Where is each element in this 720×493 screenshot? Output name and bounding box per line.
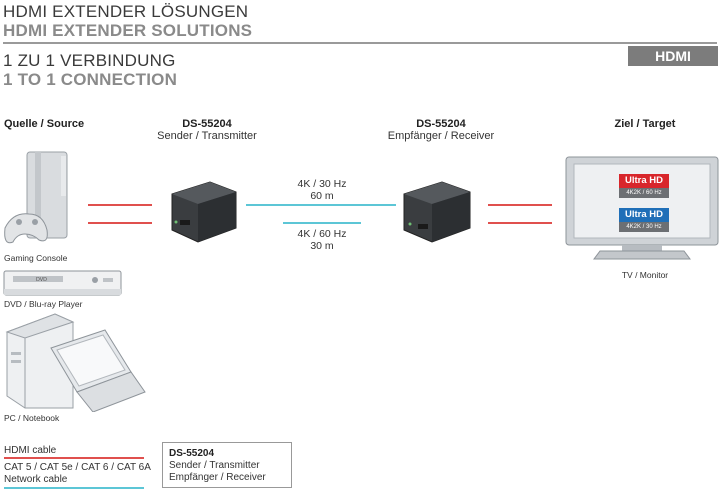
spec2-rate: 4K / 60 Hz <box>297 228 347 240</box>
subtitle-de: 1 ZU 1 VERBINDUNG <box>3 51 176 70</box>
sender-model: DS-55204 <box>182 118 232 130</box>
spec1-rate: 4K / 30 Hz <box>297 178 347 190</box>
target-heading: Ziel / Target <box>614 118 676 130</box>
legend-network-line <box>4 487 144 489</box>
legend-hdmi-cable: HDMI cable <box>4 445 57 456</box>
network-line-2 <box>283 222 361 224</box>
dvd-player-icon: DVD <box>3 270 122 296</box>
title-en: HDMI EXTENDER SOLUTIONS <box>3 21 253 40</box>
svg-text:DVD: DVD <box>36 277 47 283</box>
gaming-console-icon <box>4 151 68 244</box>
ultra-hd-badge-1: Ultra HD <box>619 174 669 188</box>
source-heading: Quelle / Source <box>4 118 85 130</box>
pc-label: PC / Notebook <box>4 413 60 423</box>
header-divider <box>3 42 717 44</box>
legend-network-cable-types: CAT 5 / CAT 5e / CAT 6 / CAT 6A <box>4 462 151 473</box>
hdmi-line-source-sender-1 <box>88 204 152 206</box>
sender-device-icon <box>171 181 237 243</box>
title-de: HDMI EXTENDER LÖSUNGEN <box>3 2 249 21</box>
subtitle-en: 1 TO 1 CONNECTION <box>3 70 178 89</box>
legend-box-receiver: Empfänger / Receiver <box>169 472 266 483</box>
legend-box-sender: Sender / Transmitter <box>169 460 260 471</box>
ultra-hd-badge-1-sub: 4K2K / 60 Hz <box>619 188 669 198</box>
sender-role: Sender / Transmitter <box>157 130 257 142</box>
hdmi-line-receiver-tv-2 <box>488 222 552 224</box>
receiver-role: Empfänger / Receiver <box>387 130 495 142</box>
pc-notebook-icon <box>5 313 146 412</box>
dvd-label: DVD / Blu-ray Player <box>4 299 83 309</box>
spec1-distance: 60 m <box>310 190 334 202</box>
hdmi-tab: HDMI <box>628 46 718 66</box>
legend-box-model: DS-55204 <box>169 448 215 459</box>
legend-network-cable: Network cable <box>4 474 68 485</box>
receiver-device-icon <box>403 181 471 243</box>
receiver-model: DS-55204 <box>416 118 466 130</box>
tv-label: TV / Monitor <box>621 270 669 280</box>
hdmi-line-source-sender-2 <box>88 222 152 224</box>
ultra-hd-badge-2: Ultra HD <box>619 208 669 222</box>
console-label: Gaming Console <box>4 253 68 263</box>
ultra-hd-badge-2-sub: 4K2K / 30 Hz <box>619 222 669 232</box>
legend-hdmi-line <box>4 457 144 459</box>
hdmi-line-receiver-tv-1 <box>488 204 552 206</box>
spec2-distance: 30 m <box>310 240 334 252</box>
legend-device-box: DS-55204 Sender / Transmitter Empfänger … <box>162 442 292 488</box>
network-line-1 <box>246 204 396 206</box>
